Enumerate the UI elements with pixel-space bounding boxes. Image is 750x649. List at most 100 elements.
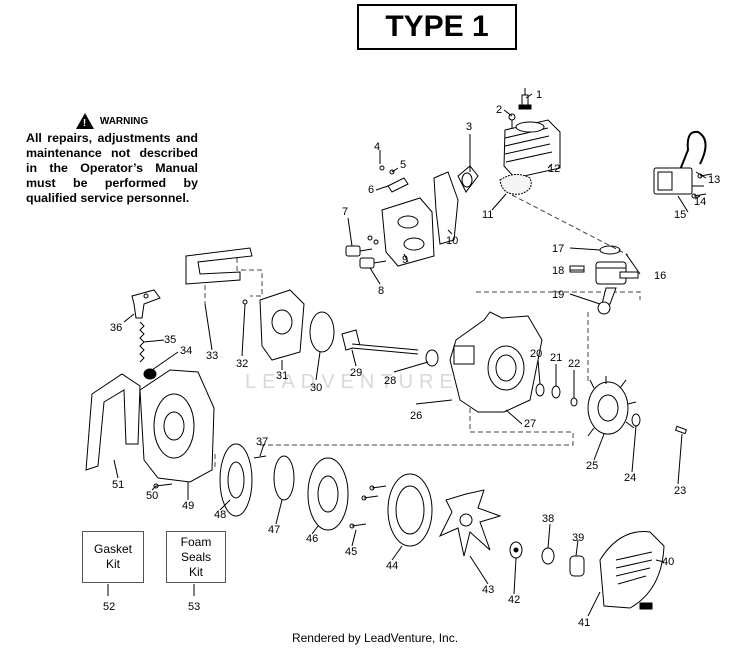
- spark-wire-part: [679, 130, 707, 171]
- callout-13: 13: [708, 174, 721, 186]
- screw-part-41: [639, 602, 653, 610]
- spacer-part-39: [569, 555, 585, 577]
- callout-1: 1: [536, 89, 543, 101]
- flywheel-part: [587, 376, 637, 437]
- warning-text: All repairs, adjustments and maintenance…: [26, 131, 198, 205]
- callout-35: 35: [164, 334, 177, 346]
- footer-credit: Rendered by LeadVenture, Inc.: [291, 631, 459, 645]
- callout-11: 11: [482, 209, 494, 221]
- callout-leaders: [107, 93, 707, 617]
- callout-42: 42: [508, 594, 521, 606]
- gasket-part-33: [185, 247, 253, 285]
- callout-19: 19: [552, 289, 565, 301]
- plate-part-10: [433, 171, 459, 245]
- muffler-bolts: [345, 235, 387, 269]
- cap-part-34: [143, 368, 157, 380]
- callout-5: 5: [400, 159, 407, 171]
- callout-36: 36: [110, 322, 123, 334]
- ignition-module-part: [653, 167, 704, 195]
- callout-39: 39: [572, 532, 585, 544]
- handle-part-51: [85, 373, 141, 471]
- callout-15: 15: [674, 209, 687, 221]
- callout-44: 44: [386, 560, 399, 572]
- warning-heading: ! WARNING: [26, 113, 198, 129]
- callout-23: 23: [674, 485, 687, 497]
- piston-part: [569, 261, 639, 285]
- callout-27: 27: [524, 418, 537, 430]
- callout-2: 2: [496, 104, 503, 116]
- callout-20: 20: [530, 348, 543, 360]
- crankshaft-part: [341, 329, 419, 355]
- callout-28: 28: [384, 375, 397, 387]
- watermark: LEADVENTURE: [245, 371, 459, 393]
- callout-31: 31: [276, 370, 289, 382]
- intake-boot-part: [457, 165, 479, 193]
- callout-6: 6: [368, 184, 375, 196]
- callout-21: 21: [550, 352, 563, 364]
- callout-12: 12: [548, 163, 561, 175]
- screw-part-4: [379, 165, 385, 171]
- callout-49: 49: [182, 500, 195, 512]
- callout-33: 33: [206, 350, 219, 362]
- piston-ring-part: [599, 245, 621, 255]
- callout-32: 32: [236, 358, 249, 370]
- screw-part-50: [153, 483, 173, 489]
- callout-29: 29: [350, 367, 363, 379]
- warning-heading-label: WARNING: [99, 115, 149, 127]
- connecting-rod-part: [597, 287, 617, 315]
- seal-part-28: [425, 349, 439, 367]
- callout-4: 4: [374, 141, 381, 153]
- starter-housing-part: [139, 369, 215, 483]
- clutch-part-46: [307, 457, 349, 531]
- screw-part-5: [389, 169, 395, 175]
- callout-17: 17: [552, 243, 565, 255]
- callout-40: 40: [662, 556, 675, 568]
- cylinder-part: [503, 119, 561, 179]
- callout-46: 46: [306, 533, 319, 545]
- bearing-part-21: [551, 385, 561, 399]
- assembly-guide-lines: [204, 194, 641, 470]
- screw-part-2: [508, 113, 516, 128]
- callout-45: 45: [345, 546, 358, 558]
- callout-51: 51: [112, 479, 125, 491]
- callout-24: 24: [624, 472, 637, 484]
- crankcase-part: [449, 311, 543, 413]
- spring-part-35: [139, 321, 145, 363]
- bearing-part-20: [535, 383, 545, 397]
- callout-22: 22: [568, 358, 581, 370]
- warning-notice: ! WARNING All repairs, adjustments and m…: [26, 113, 198, 206]
- callout-7: 7: [342, 206, 349, 218]
- gasket-kit-box: Gasket Kit: [82, 531, 144, 583]
- muffler-part: [381, 197, 435, 267]
- callout-26: 26: [410, 410, 423, 422]
- washer-part-22: [570, 397, 578, 407]
- tool-key-part: [131, 289, 161, 319]
- callout-3: 3: [466, 121, 473, 133]
- callout-25: 25: [586, 460, 599, 472]
- foam-seals-kit-box: Foam Seals Kit: [166, 531, 226, 583]
- callout-38: 38: [542, 513, 555, 525]
- callout-41: 41: [578, 617, 591, 629]
- washer-part-24: [631, 413, 641, 427]
- callout-8: 8: [378, 285, 385, 297]
- callout-48: 48: [214, 509, 227, 521]
- spark-plug-part: [518, 88, 532, 110]
- fan-part-43: [438, 489, 502, 557]
- gasket-part-30: [309, 311, 335, 353]
- callout-50: 50: [146, 490, 159, 502]
- callout-10: 10: [446, 235, 459, 247]
- adapter-part-31: [259, 289, 305, 361]
- washer-part-38: [541, 547, 555, 565]
- callout-47: 47: [268, 524, 281, 536]
- callout-30: 30: [310, 382, 323, 394]
- callout-43: 43: [482, 584, 495, 596]
- callout-18: 18: [552, 265, 565, 277]
- callout-34: 34: [180, 345, 193, 357]
- screen-part-6: [387, 177, 409, 193]
- pulley-part-48: [219, 443, 253, 517]
- callout-16: 16: [654, 270, 667, 282]
- callout-52: 52: [103, 601, 116, 613]
- screw-part-37: [253, 455, 267, 459]
- washer-part-47: [273, 455, 295, 501]
